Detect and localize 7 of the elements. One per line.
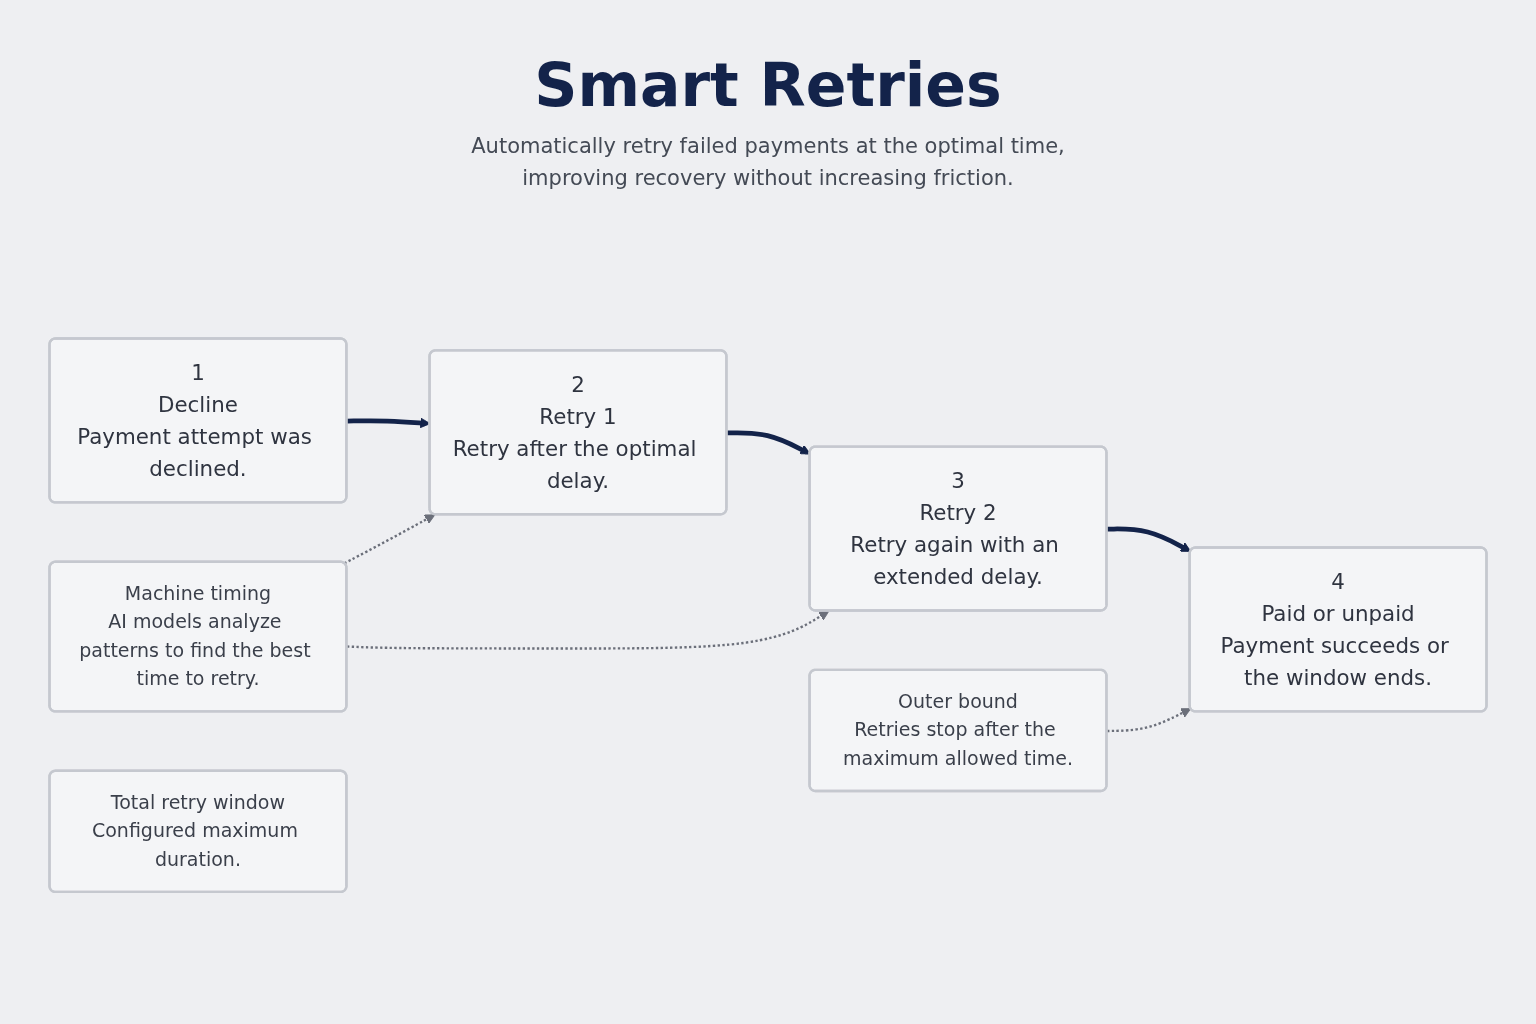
arrow	[343, 514, 436, 565]
subtitle: Automatically retry failed payments at the optimal time, improving recovery without increasing friction.	[470, 133, 1066, 192]
arrow	[1107, 707, 1192, 732]
arrow	[1107, 526, 1192, 552]
arrow	[346, 610, 830, 650]
arrow	[727, 430, 811, 455]
title: Smart Retries	[534, 50, 1002, 120]
